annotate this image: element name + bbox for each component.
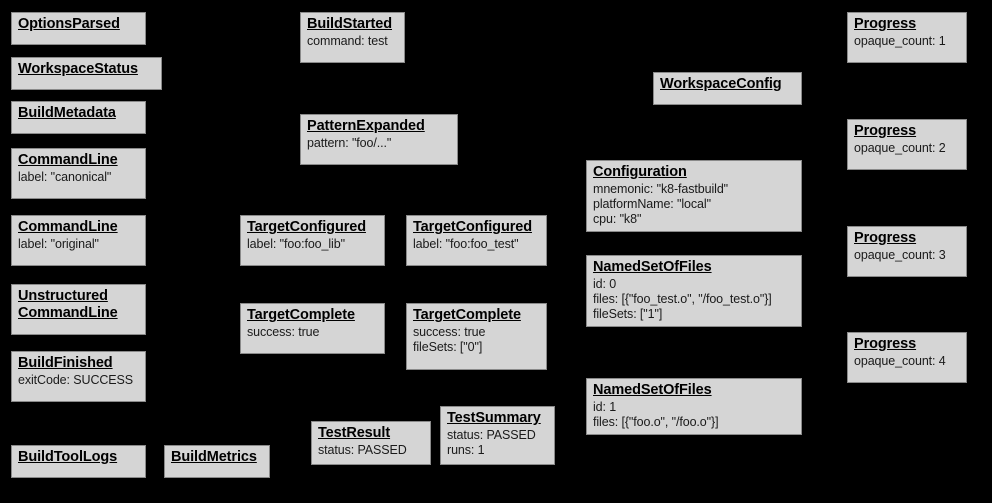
event-node-title: BuildMetadata (18, 105, 116, 121)
event-node-command-line-canonical[interactable]: CommandLine label: "canonical" (11, 148, 146, 199)
event-node-progress-2[interactable]: Progress opaque_count: 2 (847, 119, 967, 170)
event-node-title: BuildMetrics (171, 449, 257, 465)
event-node-title: Progress (854, 336, 917, 352)
event-node-field: success: true (247, 325, 320, 339)
event-node-command-line-original[interactable]: CommandLine label: "original" (11, 215, 146, 266)
event-node-field: fileSets: ["1"] (593, 307, 663, 321)
event-node-field: mnemonic: "k8-fastbuild" (593, 182, 729, 196)
event-node-fields: exitCode: SUCCESS (18, 373, 139, 388)
event-node-title: Unstructured CommandLine (18, 288, 118, 321)
event-node-field: runs: 1 (447, 443, 485, 457)
event-node-field: fileSets: ["0"] (413, 340, 483, 354)
event-node-field: files: [{"foo_test.o", "/foo_test.o"}] (593, 292, 772, 306)
event-node-build-metrics[interactable]: BuildMetrics (164, 445, 270, 478)
event-node-field: opaque_count: 4 (854, 354, 946, 368)
event-node-build-metadata[interactable]: BuildMetadata (11, 101, 146, 134)
event-node-field: opaque_count: 1 (854, 34, 946, 48)
event-node-title: TestSummary (447, 410, 541, 426)
event-node-build-finished[interactable]: BuildFinished exitCode: SUCCESS (11, 351, 146, 402)
event-node-field: id: 0 (593, 277, 617, 291)
event-node-fields: opaque_count: 4 (854, 354, 960, 369)
event-node-title: Progress (854, 16, 917, 32)
event-node-workspace-config[interactable]: WorkspaceConfig (653, 72, 802, 105)
event-node-fields: success: true (247, 325, 378, 340)
event-node-field: status: PASSED (447, 428, 536, 442)
event-node-title: NamedSetOfFiles (593, 382, 712, 398)
event-node-field: success: true (413, 325, 486, 339)
event-node-fields: mnemonic: "k8-fastbuild"platformName: "l… (593, 182, 795, 227)
event-node-field: label: "foo:foo_lib" (247, 237, 345, 251)
event-node-configuration[interactable]: Configuration mnemonic: "k8-fastbuild"pla… (586, 160, 802, 232)
event-node-fields: pattern: "foo/..." (307, 136, 451, 151)
event-node-field: command: test (307, 34, 388, 48)
event-node-field: exitCode: SUCCESS (18, 373, 134, 387)
event-node-field: opaque_count: 3 (854, 248, 946, 262)
event-node-title: TargetComplete (413, 307, 521, 323)
event-node-field: label: "canonical" (18, 170, 112, 184)
event-node-progress-1[interactable]: Progress opaque_count: 1 (847, 12, 967, 63)
event-node-field: label: "original" (18, 237, 99, 251)
event-node-progress-3[interactable]: Progress opaque_count: 3 (847, 226, 967, 277)
event-node-fields: opaque_count: 2 (854, 141, 960, 156)
event-node-title: TargetConfigured (247, 219, 366, 235)
event-node-title: TargetConfigured (413, 219, 532, 235)
event-node-workspace-status[interactable]: WorkspaceStatus (11, 57, 162, 90)
event-node-title: NamedSetOfFiles (593, 259, 712, 275)
event-node-field: platformName: "local" (593, 197, 711, 211)
event-node-title: WorkspaceConfig (660, 76, 782, 92)
event-node-fields: status: PASSED (318, 443, 424, 458)
event-node-title: BuildFinished (18, 355, 113, 371)
event-node-build-tool-logs[interactable]: BuildToolLogs (11, 445, 146, 478)
event-node-fields: command: test (307, 34, 398, 49)
event-node-title: BuildToolLogs (18, 449, 118, 465)
event-node-test-result[interactable]: TestResult status: PASSED (311, 421, 431, 465)
event-node-field: cpu: "k8" (593, 212, 642, 226)
event-node-field: status: PASSED (318, 443, 407, 457)
event-node-title: Progress (854, 230, 917, 246)
event-node-progress-4[interactable]: Progress opaque_count: 4 (847, 332, 967, 383)
event-node-target-configured-test[interactable]: TargetConfigured label: "foo:foo_test" (406, 215, 547, 266)
event-node-title: TargetComplete (247, 307, 355, 323)
event-node-fields: label: "canonical" (18, 170, 139, 185)
event-node-field: id: 1 (593, 400, 617, 414)
event-node-pattern-expanded[interactable]: PatternExpanded pattern: "foo/..." (300, 114, 458, 165)
event-node-options-parsed[interactable]: OptionsParsed (11, 12, 146, 45)
event-node-target-complete-lib[interactable]: TargetComplete success: true (240, 303, 385, 354)
event-node-fields: label: "original" (18, 237, 139, 252)
event-node-field: opaque_count: 2 (854, 141, 946, 155)
event-node-title: WorkspaceStatus (18, 61, 138, 77)
event-node-target-configured-lib[interactable]: TargetConfigured label: "foo:foo_lib" (240, 215, 385, 266)
event-node-title: Configuration (593, 164, 687, 180)
event-node-unstructured-command-line[interactable]: Unstructured CommandLine (11, 284, 146, 335)
event-node-title: CommandLine (18, 152, 118, 168)
event-node-fields: opaque_count: 3 (854, 248, 960, 263)
event-node-fields: label: "foo:foo_test" (413, 237, 540, 252)
event-node-title: TestResult (318, 425, 391, 441)
event-node-title: Progress (854, 123, 917, 139)
event-node-field: label: "foo:foo_test" (413, 237, 519, 251)
event-node-fields: label: "foo:foo_lib" (247, 237, 378, 252)
event-node-title: CommandLine (18, 219, 118, 235)
event-node-title: OptionsParsed (18, 16, 120, 32)
event-node-build-started[interactable]: BuildStarted command: test (300, 12, 405, 63)
event-node-field: pattern: "foo/..." (307, 136, 392, 150)
event-node-field: files: [{"foo.o", "/foo.o"}] (593, 415, 719, 429)
event-node-title: PatternExpanded (307, 118, 425, 134)
event-node-title: BuildStarted (307, 16, 393, 32)
event-node-fields: opaque_count: 1 (854, 34, 960, 49)
